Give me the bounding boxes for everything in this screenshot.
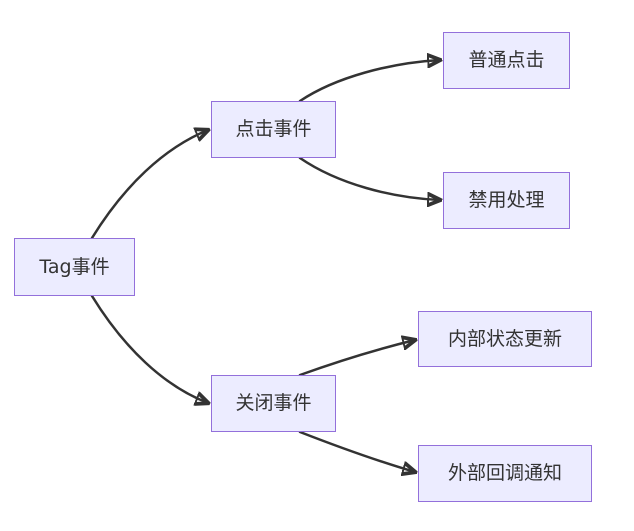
node-disabled-handling: 禁用处理	[443, 172, 570, 229]
node-normal-click: 普通点击	[443, 32, 570, 89]
node-tag-event-label: Tag事件	[39, 255, 110, 278]
node-normal-click-label: 普通点击	[468, 49, 545, 72]
edge-close-to-external	[298, 430, 415, 472]
node-close-event-label: 关闭事件	[235, 392, 312, 415]
node-external-callback-notify-label: 外部回调通知	[447, 462, 562, 485]
node-tag-event: Tag事件	[14, 238, 135, 296]
edge-tag-to-close	[90, 294, 208, 403]
node-click-event: 点击事件	[211, 101, 336, 158]
edge-click-to-disabled	[298, 156, 440, 200]
edge-tag-to-click	[90, 130, 208, 240]
edge-click-to-normal	[298, 60, 440, 103]
node-close-event: 关闭事件	[211, 375, 336, 432]
node-disabled-handling-label: 禁用处理	[468, 189, 545, 212]
node-click-event-label: 点击事件	[235, 118, 312, 141]
node-internal-state-update-label: 内部状态更新	[447, 327, 562, 350]
node-internal-state-update: 内部状态更新	[418, 311, 592, 367]
edge-close-to-internal	[298, 340, 415, 377]
node-external-callback-notify: 外部回调通知	[418, 445, 592, 502]
